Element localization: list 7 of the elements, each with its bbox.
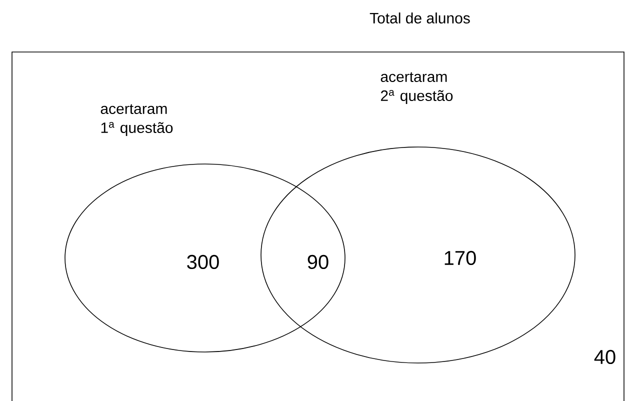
set-label: acertaram 2$^{a}$ questão: [380, 72, 453, 104]
count-label: 170: [444, 250, 476, 266]
count-label: 300: [187, 254, 219, 270]
title: Total de alunos: [370, 12, 470, 24]
count-label: 90: [308, 254, 328, 270]
count-label: 40: [594, 350, 616, 364]
set-label: acertaram 1$^{a}$ questão: [100, 104, 173, 136]
